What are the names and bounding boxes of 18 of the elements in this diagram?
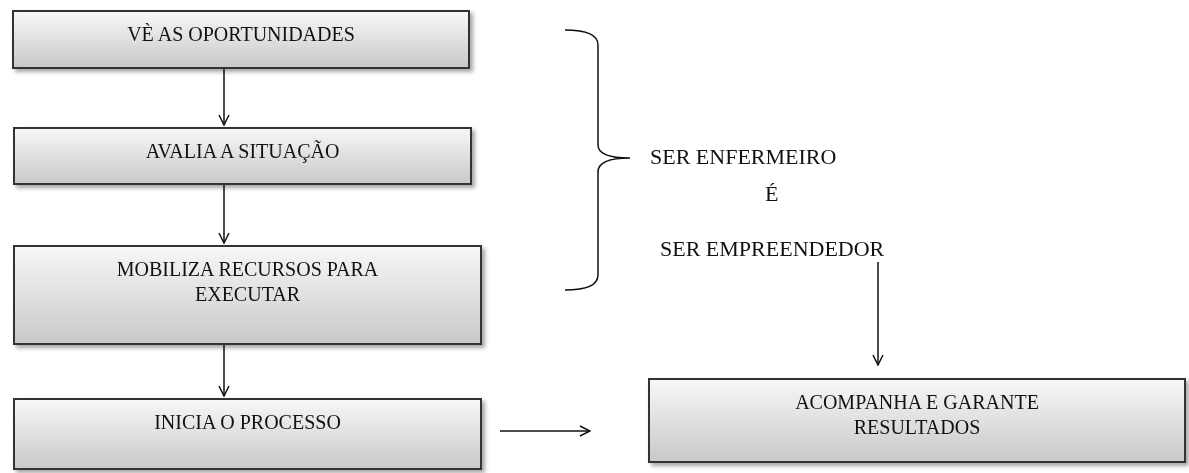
process-box [13,398,482,470]
arrow [872,261,884,366]
process-box [12,10,470,69]
box-label: ACOMPANHA E GARANTE RESULTADOS [794,390,1040,440]
statement-text: SER ENFERMEIRO [650,143,837,171]
arrow [218,344,230,397]
statement-text: SER EMPREENDEDOR [660,235,885,263]
box-label: VÈ AS OPORTUNIDADES [127,22,355,47]
arrow [499,425,591,437]
arrow [218,184,230,244]
statement-text: É [765,180,779,208]
box-label: MOBILIZA RECURSOS PARA EXECUTAR [115,257,380,307]
process-box [13,245,482,345]
arrow [218,68,230,126]
box-label: AVALIA A SITUAÇÃO [145,139,340,164]
process-box [13,127,472,185]
process-box [648,378,1186,463]
box-label: INICIA O PROCESSO [154,410,341,435]
